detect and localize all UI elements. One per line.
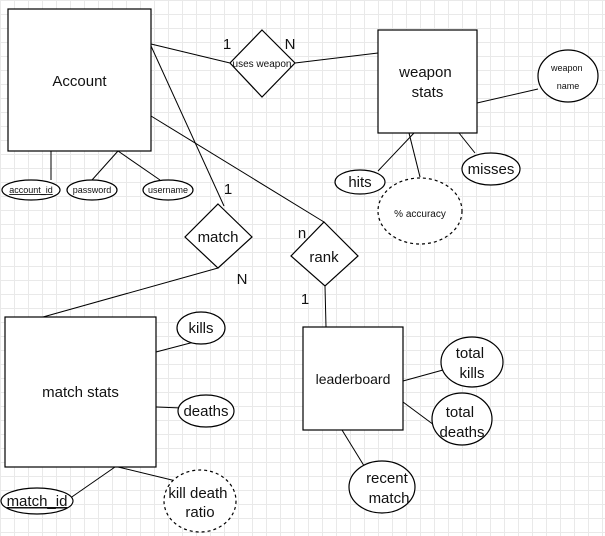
attribute-misses: misses bbox=[461, 152, 521, 186]
attribute-kills: kills bbox=[176, 311, 226, 345]
attribute-weapon-name-label: weapon name bbox=[550, 63, 585, 91]
entity-leaderboard-label: leaderboard bbox=[316, 371, 391, 387]
attribute-total-kills-line-2: kills bbox=[460, 365, 485, 382]
cardinalities: 1 N 1 N n 1 bbox=[223, 36, 309, 308]
attribute-total-deaths: total deaths bbox=[431, 392, 493, 446]
attribute-account-id: account_id bbox=[1, 179, 61, 201]
cardinality-uses-weapon-account: 1 bbox=[223, 36, 231, 53]
edge-match-stats-match-id bbox=[65, 466, 116, 502]
entity-account-label: Account bbox=[52, 73, 107, 90]
attribute-kdr-line-2: ratio bbox=[185, 504, 214, 521]
edge-weapon-stats-hits bbox=[377, 132, 415, 172]
attribute-username: username bbox=[142, 179, 194, 201]
edge-account-rank bbox=[150, 115, 325, 223]
attribute-weapon-name-line-2: name bbox=[557, 81, 580, 91]
attribute-deaths-label: deaths bbox=[183, 403, 228, 420]
attribute-accuracy-label: % accuracy bbox=[394, 209, 446, 220]
relationship-rank-label: rank bbox=[309, 249, 339, 266]
attribute-match-id-label: match_id bbox=[7, 493, 68, 510]
entity-match-stats-label: match stats bbox=[42, 384, 119, 401]
attribute-kill-death-ratio: kill death ratio bbox=[163, 469, 237, 533]
entity-match-stats: match stats bbox=[4, 316, 157, 468]
attribute-deaths: deaths bbox=[177, 394, 235, 428]
entity-weapon-stats-label: weapon stats bbox=[398, 64, 456, 101]
attribute-total-kills: total kills bbox=[440, 336, 504, 388]
attribute-password: password bbox=[66, 179, 118, 201]
edge-match-stats-kdr bbox=[117, 466, 177, 482]
attribute-total-kills-label: total kills bbox=[456, 345, 489, 382]
edge-leaderboard-total-kills bbox=[402, 369, 444, 382]
entity-weapon-stats: weapon stats bbox=[377, 29, 478, 134]
relationship-rank: rank bbox=[290, 221, 359, 287]
attribute-total-deaths-line-1: total bbox=[446, 404, 474, 421]
attribute-kills-label: kills bbox=[189, 320, 214, 337]
relationship-uses-weapon-label: uses weapon bbox=[233, 59, 292, 70]
cardinality-match-stats: N bbox=[237, 271, 248, 288]
edge-weapon-stats-accuracy bbox=[408, 132, 421, 178]
attribute-password-label: password bbox=[73, 185, 112, 195]
cardinality-rank-leaderboard: 1 bbox=[301, 291, 309, 308]
edge-leaderboard-total-deaths bbox=[402, 401, 435, 426]
cardinality-uses-weapon-weapon: N bbox=[285, 36, 296, 53]
cardinality-rank-account: n bbox=[298, 225, 306, 242]
attribute-kdr-line-1: kill death bbox=[168, 485, 227, 502]
entity-weapon-stats-line-1: weapon bbox=[398, 64, 452, 81]
attribute-weapon-name: weapon name bbox=[537, 49, 599, 103]
attribute-total-kills-line-1: total bbox=[456, 345, 484, 362]
entity-weapon-stats-line-2: stats bbox=[412, 84, 444, 101]
entity-leaderboard: leaderboard bbox=[302, 326, 404, 431]
edge-match-match-stats bbox=[42, 267, 219, 318]
edge-account-uses-weapon bbox=[150, 43, 231, 64]
attribute-match-id: match_id bbox=[0, 487, 74, 515]
entity-account: Account bbox=[7, 8, 152, 152]
relationship-match-label: match bbox=[198, 229, 239, 246]
edge-weapon-stats-weapon-name bbox=[476, 88, 539, 104]
edge-match-stats-deaths bbox=[155, 406, 183, 409]
edge-leaderboard-recent-match bbox=[341, 429, 367, 470]
attribute-recent-match-line-2: match bbox=[369, 490, 410, 507]
edge-weapon-stats-misses bbox=[458, 132, 476, 154]
attribute-recent-match-line-1: recent bbox=[366, 470, 409, 487]
edge-account-password bbox=[91, 150, 119, 181]
edge-account-match bbox=[150, 45, 225, 207]
relationship-match: match bbox=[184, 203, 253, 269]
edge-rank-leaderboard bbox=[324, 285, 327, 328]
relationship-uses-weapon: uses weapon bbox=[229, 29, 296, 98]
attribute-total-deaths-label: total deaths bbox=[439, 404, 484, 441]
attribute-recent-match: recent match bbox=[348, 460, 416, 514]
attribute-username-label: username bbox=[148, 185, 188, 195]
attribute-misses-label: misses bbox=[468, 161, 515, 178]
cardinality-match-account: 1 bbox=[224, 181, 232, 198]
attribute-hits-label: hits bbox=[348, 174, 371, 191]
edge-uses-weapon-weapon-stats bbox=[294, 52, 379, 64]
attribute-total-deaths-line-2: deaths bbox=[439, 424, 484, 441]
attribute-recent-match-label: recent match bbox=[366, 470, 412, 507]
edge-account-username bbox=[117, 150, 161, 181]
attribute-kill-death-ratio-label: kill death ratio bbox=[168, 485, 231, 521]
attribute-hits: hits bbox=[334, 169, 386, 195]
attribute-account-id-label: account_id bbox=[9, 185, 53, 195]
attribute-weapon-name-line-1: weapon bbox=[550, 63, 583, 73]
attribute-accuracy: % accuracy bbox=[377, 177, 463, 245]
